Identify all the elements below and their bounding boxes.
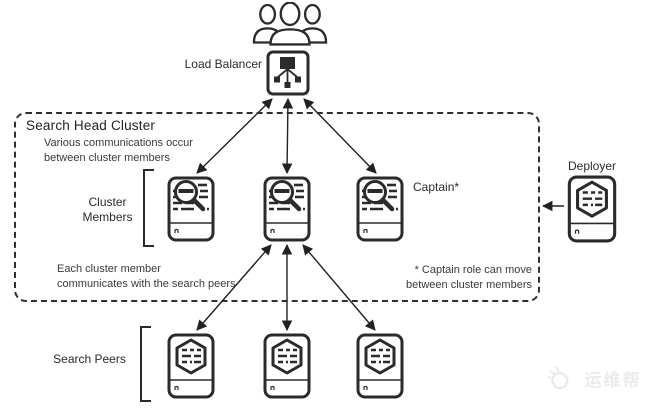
- cluster-members-bracket: [143, 169, 154, 247]
- cluster-box-title: Search Head Cluster: [26, 118, 156, 133]
- load-balancer-label: Load Balancer: [184, 57, 262, 71]
- search-head-member-2-icon: [263, 176, 311, 242]
- watermark-text: 运维帮: [584, 370, 642, 390]
- search-head-cluster-box: [14, 112, 540, 302]
- megaphone-logo-icon: [546, 365, 572, 391]
- search-head-captain-icon: [356, 176, 404, 242]
- search-peer-3-icon: [356, 333, 404, 399]
- search-peers-label: Search Peers: [53, 352, 126, 366]
- note-captain-role: * Captain role can move between cluster …: [406, 264, 532, 291]
- deployer-label: Deployer: [567, 159, 617, 173]
- load-balancer-icon: [266, 50, 310, 96]
- search-peers-bracket: [140, 326, 151, 402]
- note-communications: Various communications occur between clu…: [44, 137, 193, 164]
- note-search-peers: Each cluster member communicates with th…: [57, 263, 236, 290]
- users-group-icon: [252, 2, 328, 46]
- search-peer-1-icon: [167, 333, 215, 399]
- cluster-members-label: Cluster Members: [82, 195, 133, 224]
- watermark: 运维帮: [546, 365, 641, 391]
- captain-label: Captain*: [413, 180, 460, 194]
- search-head-member-1-icon: [167, 176, 215, 242]
- search-peer-2-icon: [263, 333, 311, 399]
- deployer-icon: [565, 175, 619, 243]
